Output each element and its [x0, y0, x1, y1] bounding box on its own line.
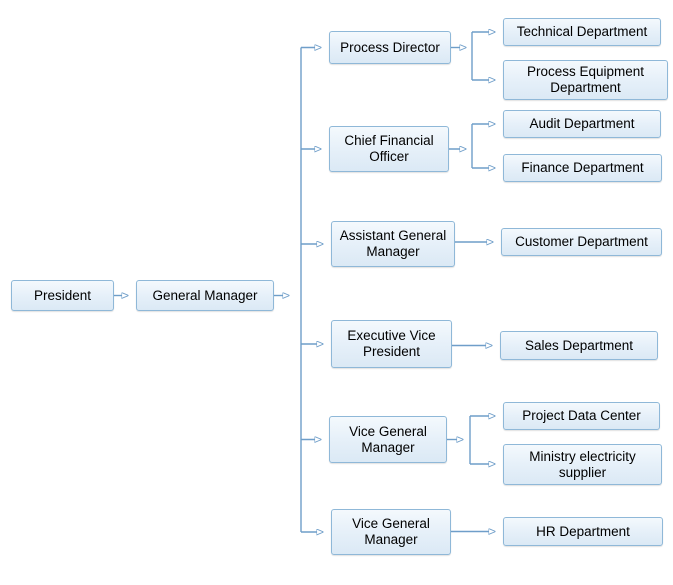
node-label: Finance Department [521, 160, 644, 175]
node-label: General Manager [152, 287, 258, 303]
node-label: Project Data Center [522, 408, 641, 423]
node-project-data-center[interactable]: Project Data Center [503, 402, 660, 430]
node-label: Process Director [340, 39, 440, 55]
node-ministry-electricity-supplier[interactable]: Ministry electricity supplier [503, 444, 662, 485]
node-sales-department[interactable]: Sales Department [500, 331, 658, 360]
node-finance-department[interactable]: Finance Department [503, 154, 662, 182]
node-label: President [33, 287, 92, 303]
node-executive-vice-president[interactable]: Executive Vice President [331, 320, 452, 368]
node-customer-department[interactable]: Customer Department [501, 228, 662, 256]
node-label: Ministry electricity supplier [529, 448, 636, 480]
node-vice-general-manager-1[interactable]: Vice General Manager [329, 416, 447, 463]
node-process-director[interactable]: Process Director [329, 31, 451, 64]
node-label: Sales Department [524, 337, 634, 353]
node-assistant-general-manager[interactable]: Assistant General Manager [331, 221, 455, 267]
node-label: Audit Department [529, 116, 635, 131]
node-label: Assistant General Manager [339, 228, 447, 259]
node-hr-department[interactable]: HR Department [503, 517, 663, 546]
node-label: HR Department [536, 523, 630, 539]
node-general-manager[interactable]: General Manager [136, 280, 274, 311]
node-label: Executive Vice President [347, 328, 436, 359]
node-audit-department[interactable]: Audit Department [503, 110, 661, 138]
node-label: Vice General Manager [352, 516, 430, 547]
node-label: Vice General Manager [349, 423, 427, 455]
node-vice-general-manager-2[interactable]: Vice General Manager [331, 509, 451, 555]
node-technical-department[interactable]: Technical Department [503, 18, 661, 46]
node-label: Customer Department [515, 234, 648, 249]
node-label: Technical Department [516, 24, 648, 39]
node-chief-financial-officer[interactable]: Chief Financial Officer [329, 126, 449, 172]
node-label: Process Equipment Department [526, 64, 645, 95]
node-process-equipment-department[interactable]: Process Equipment Department [503, 60, 668, 100]
node-president[interactable]: President [11, 280, 114, 311]
node-label: Chief Financial Officer [344, 133, 434, 164]
